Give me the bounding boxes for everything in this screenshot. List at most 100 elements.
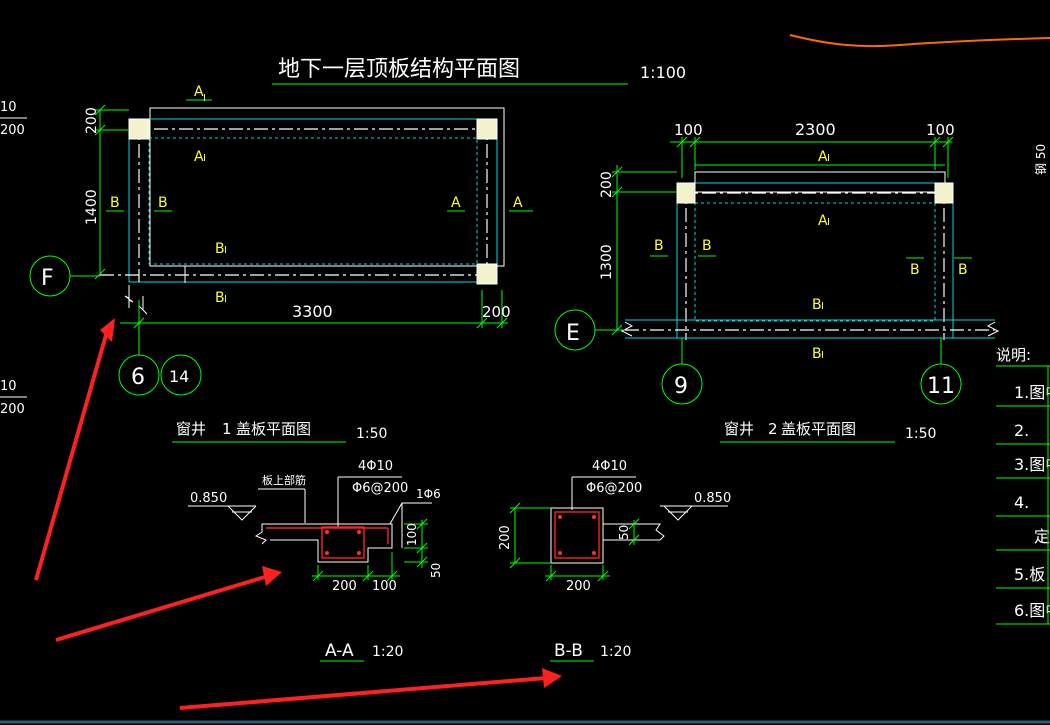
caption-2: 窗井 2 盖板平面图 1:50 (720, 420, 936, 443)
plan1-sec-bottom-outer: B (215, 290, 225, 306)
secB-dim-w: 200 (566, 579, 591, 594)
plan1-beam-outer (128, 118, 498, 283)
plan1-title: 地下一层顶板结构平面图 (278, 57, 520, 82)
plan2-axis-col-b: 11 (927, 374, 955, 399)
plan1-column-tl (128, 118, 150, 140)
notes-item-6: 5.板 (1014, 565, 1045, 584)
secB-elev: 0.850 (694, 491, 731, 506)
caption1-scale: 1:50 (356, 426, 387, 442)
secB-scale: 1:20 (600, 644, 631, 660)
notes-item-7: 6.图中 (1014, 601, 1050, 620)
notes-heading: 说明: (996, 346, 1031, 364)
plan2-sec-bottom-outer: B (812, 346, 822, 362)
secA-main-bars: 4Φ10 (358, 459, 393, 474)
plan2-column-tr (934, 182, 954, 204)
plan1-column-tr (476, 118, 498, 140)
plan1-axis-col-b-bubble (160, 354, 202, 396)
plan1-beam-inner (148, 137, 478, 265)
plan1-dim-bottom-main: 3300 (292, 302, 333, 321)
plan2-sec-right-inner: B (910, 262, 920, 278)
section-a-a: 0.850 板上部筋 4Φ10 Φ6@200 1Φ6 200 (188, 459, 443, 662)
secB-stirrup: Φ6@200 (586, 481, 642, 496)
notes-item-4: 4. (1014, 493, 1029, 512)
secA-dim-w1: 200 (332, 579, 357, 594)
svg-text:I: I (827, 153, 830, 164)
secA-dim-h2: 50 (429, 563, 443, 578)
left-frag-2: 200 (0, 123, 25, 138)
notes-item-5: 定 (1034, 527, 1050, 546)
plan2-dim-left-top: 200 (599, 171, 615, 198)
plan1-dim-left-main: 1400 (84, 189, 100, 225)
plan2-dim-left-main: 1300 (599, 244, 615, 280)
caption1-label: 窗井 (176, 420, 206, 438)
caption-1: 窗井 1 盖板平面图 1:50 (172, 420, 387, 443)
plan2-axis-row: E (566, 321, 580, 346)
plan2-dim-top-left: 100 (674, 121, 703, 139)
plan1-sec-inner-top: A (194, 149, 204, 165)
notes-item-1: 1.图中 (1014, 383, 1050, 402)
plan1-dim-bottom-right: 200 (482, 303, 511, 321)
plan1-sec-left-outer: B (110, 195, 120, 211)
plan2-sec-inner-top: A (818, 213, 828, 229)
plan2-beam-inner (694, 202, 936, 322)
left-frag-1: 10 (0, 100, 17, 115)
secA-scale: 1:20 (372, 644, 403, 660)
secA-stirrup: Φ6@200 (352, 481, 408, 496)
plan1-axis-col-a-bubble (118, 354, 160, 396)
plan2-axis-col-b-bubble (920, 363, 962, 405)
plan1-dim-left-top: 200 (84, 107, 100, 134)
notes-panel: 钢 50 说明: 1.图中2.3.图中4.定5.板6.图中 (996, 144, 1050, 625)
svg-text:I: I (224, 245, 227, 256)
plan2-slab-outline (694, 171, 946, 193)
plan2-sec-bottom-inner: B (812, 297, 822, 313)
plan2-sec-right-outer: B (958, 262, 968, 278)
svg-text:I: I (203, 93, 206, 104)
caption2-num: 2 (768, 420, 778, 438)
plan1-column-br (476, 263, 498, 285)
secA-dim-w2: 100 (372, 579, 397, 594)
plan2-axis-col-a: 9 (674, 374, 688, 399)
plan1-axis-col-b: 14 (169, 367, 189, 386)
svg-text:I: I (224, 294, 227, 305)
section-b-b: 4Φ10 Φ6@200 0.850 200 50 200 B-B (498, 459, 731, 662)
plan1-sec-left-inner: B (158, 195, 168, 211)
red-arrows (34, 318, 562, 710)
caption2-label: 窗井 (724, 420, 754, 438)
plan2-beam-outer (676, 182, 954, 339)
secA-name: A-A (325, 641, 354, 661)
svg-text:I: I (827, 217, 830, 228)
secA-extra-bar: 1Φ6 (416, 487, 441, 501)
left-edge-fragments: 10 200 10 200 (0, 100, 27, 417)
caption2-scale: 1:50 (905, 426, 936, 442)
plan1-sec-right-outer: A (513, 195, 523, 211)
caption1-num: 1 (222, 420, 232, 438)
plan2-sec-left-outer: B (654, 238, 664, 254)
plan2-axis-col-a-bubble (661, 363, 703, 405)
secA-elev: 0.850 (190, 491, 227, 506)
plan1-axis-row: F (41, 266, 54, 291)
secA-dim-h1: 100 (405, 523, 419, 546)
secB-main-bars: 4Φ10 (592, 459, 627, 474)
left-frag-4: 200 (0, 402, 25, 417)
svg-text:I: I (203, 153, 206, 164)
notes-item-3: 3.图中 (1014, 455, 1050, 474)
plan-2: A I A I B B B B B I B I 100 2300 100 (554, 120, 1000, 405)
plan1-sec-right-inner: A (451, 195, 461, 211)
secB-dim-h2: 50 (617, 525, 631, 540)
left-frag-3: 10 (0, 379, 17, 394)
plan1-sec-top: A (194, 84, 204, 100)
plan1-axis-col-a: 6 (131, 365, 145, 390)
caption2-text: 盖板平面图 (781, 420, 856, 438)
plan2-sec-top: A (818, 149, 828, 165)
plan2-dim-top-right: 100 (926, 121, 955, 139)
secA-note-rebar: 板上部筋 (262, 473, 306, 487)
plan2-column-tl (676, 182, 696, 204)
secB-name: B-B (554, 641, 583, 661)
plan-1: 地下一层顶板结构平面图 1:100 A I A I B B A A B (29, 57, 686, 396)
plan1-sec-bottom-inner: B (215, 241, 225, 257)
notes-top-fragment: 钢 50 (1034, 144, 1048, 175)
svg-text:I: I (821, 350, 824, 361)
plan1-scale: 1:100 (640, 63, 686, 82)
plan1-slab-outline (149, 107, 505, 267)
